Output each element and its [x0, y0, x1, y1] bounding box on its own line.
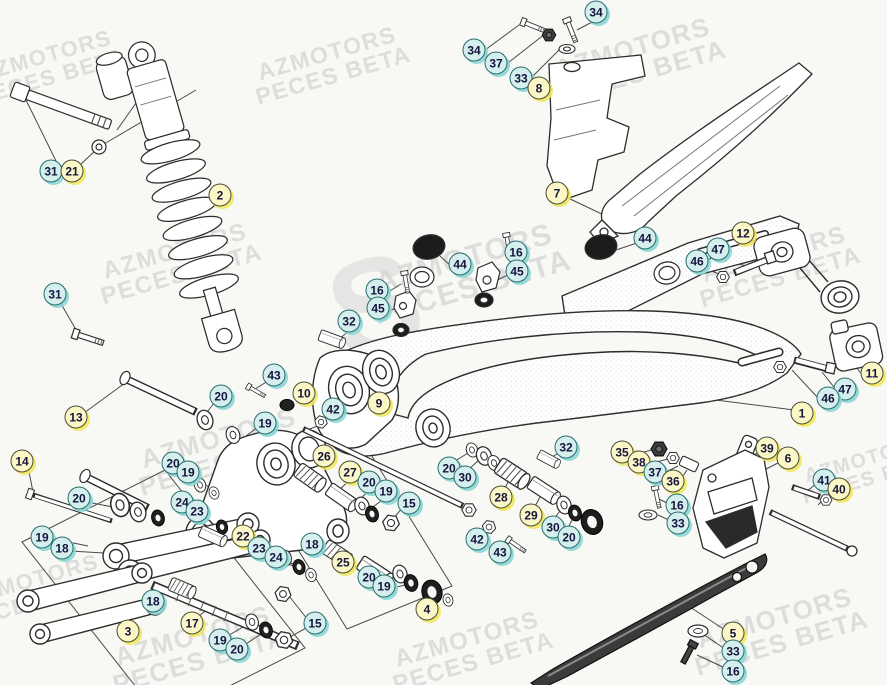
guide-mount-hardware [638, 441, 700, 521]
chain-guard-bracket [546, 54, 646, 202]
callout-13[interactable]: 13 [64, 405, 88, 429]
callout-25[interactable]: 25 [331, 550, 355, 574]
callout-37[interactable]: 37 [484, 51, 508, 75]
swingarm [311, 215, 860, 457]
callout-34[interactable]: 34 [584, 0, 608, 24]
callout-15[interactable]: 15 [397, 491, 421, 515]
callout-10[interactable]: 10 [292, 381, 316, 405]
axle-block-right [773, 319, 884, 375]
callout-20[interactable]: 20 [67, 486, 91, 510]
callout-1[interactable]: 1 [790, 401, 814, 425]
callout-20[interactable]: 20 [557, 525, 581, 549]
callout-18[interactable]: 18 [300, 532, 324, 556]
callout-19[interactable]: 19 [253, 411, 277, 435]
callout-17[interactable]: 17 [180, 611, 204, 635]
callout-11[interactable]: 11 [860, 361, 884, 385]
callout-18[interactable]: 18 [50, 536, 74, 560]
chain-guide [692, 434, 858, 559]
callout-43[interactable]: 43 [262, 363, 286, 387]
chain-adjuster-right [716, 227, 811, 284]
callout-26[interactable]: 26 [312, 444, 336, 468]
callout-21[interactable]: 21 [60, 159, 84, 183]
linkage-axle [150, 576, 300, 651]
callout-30[interactable]: 30 [453, 465, 477, 489]
callout-45[interactable]: 45 [366, 296, 390, 320]
callout-23[interactable]: 23 [185, 499, 209, 523]
callout-34[interactable]: 34 [462, 38, 486, 62]
callout-46[interactable]: 46 [685, 249, 709, 273]
callout-39[interactable]: 39 [755, 436, 779, 460]
callout-43[interactable]: 43 [488, 540, 512, 564]
callout-6[interactable]: 6 [776, 446, 800, 470]
callout-31[interactable]: 31 [39, 159, 63, 183]
callout-32[interactable]: 32 [337, 309, 361, 333]
center-bearing-group [292, 426, 477, 608]
callout-31[interactable]: 31 [43, 282, 67, 306]
callout-32[interactable]: 32 [554, 435, 578, 459]
callout-12[interactable]: 12 [731, 221, 755, 245]
callout-20[interactable]: 20 [209, 384, 233, 408]
callout-46[interactable]: 46 [816, 386, 840, 410]
chain-slider-bottom [529, 553, 768, 685]
callout-16[interactable]: 16 [665, 493, 689, 517]
callout-14[interactable]: 14 [10, 449, 34, 473]
callout-42[interactable]: 42 [465, 527, 489, 551]
upper-shock-bolt [9, 81, 112, 155]
grease-fitting-parts [244, 382, 330, 430]
callout-15[interactable]: 15 [303, 611, 327, 635]
callout-7[interactable]: 7 [545, 181, 569, 205]
callout-18[interactable]: 18 [141, 589, 165, 613]
callout-29[interactable]: 29 [519, 503, 543, 527]
chain-guard-bolts [519, 16, 580, 55]
callout-16[interactable]: 16 [721, 659, 745, 683]
callout-8[interactable]: 8 [527, 76, 551, 100]
callout-40[interactable]: 40 [827, 477, 851, 501]
lower-shock-bolt [70, 327, 106, 349]
callout-33[interactable]: 33 [666, 511, 690, 535]
callout-47[interactable]: 47 [706, 237, 730, 261]
callout-2[interactable]: 2 [208, 183, 232, 207]
callout-19[interactable]: 19 [30, 525, 54, 549]
callout-36[interactable]: 36 [661, 469, 685, 493]
callout-9[interactable]: 9 [367, 391, 391, 415]
callout-3[interactable]: 3 [116, 619, 140, 643]
callout-44[interactable]: 44 [633, 226, 657, 250]
chain-roller-parts [392, 231, 681, 338]
callout-42[interactable]: 42 [321, 397, 345, 421]
callout-33[interactable]: 33 [509, 66, 533, 90]
callout-28[interactable]: 28 [489, 485, 513, 509]
callout-19[interactable]: 19 [176, 460, 200, 484]
callout-4[interactable]: 4 [415, 597, 439, 621]
callout-24[interactable]: 24 [264, 545, 288, 569]
callout-20[interactable]: 20 [225, 637, 249, 661]
shock-absorber [95, 41, 243, 353]
callout-19[interactable]: 19 [372, 574, 396, 598]
callout-19[interactable]: 19 [374, 479, 398, 503]
callout-44[interactable]: 44 [448, 252, 472, 276]
callout-45[interactable]: 45 [505, 259, 529, 283]
